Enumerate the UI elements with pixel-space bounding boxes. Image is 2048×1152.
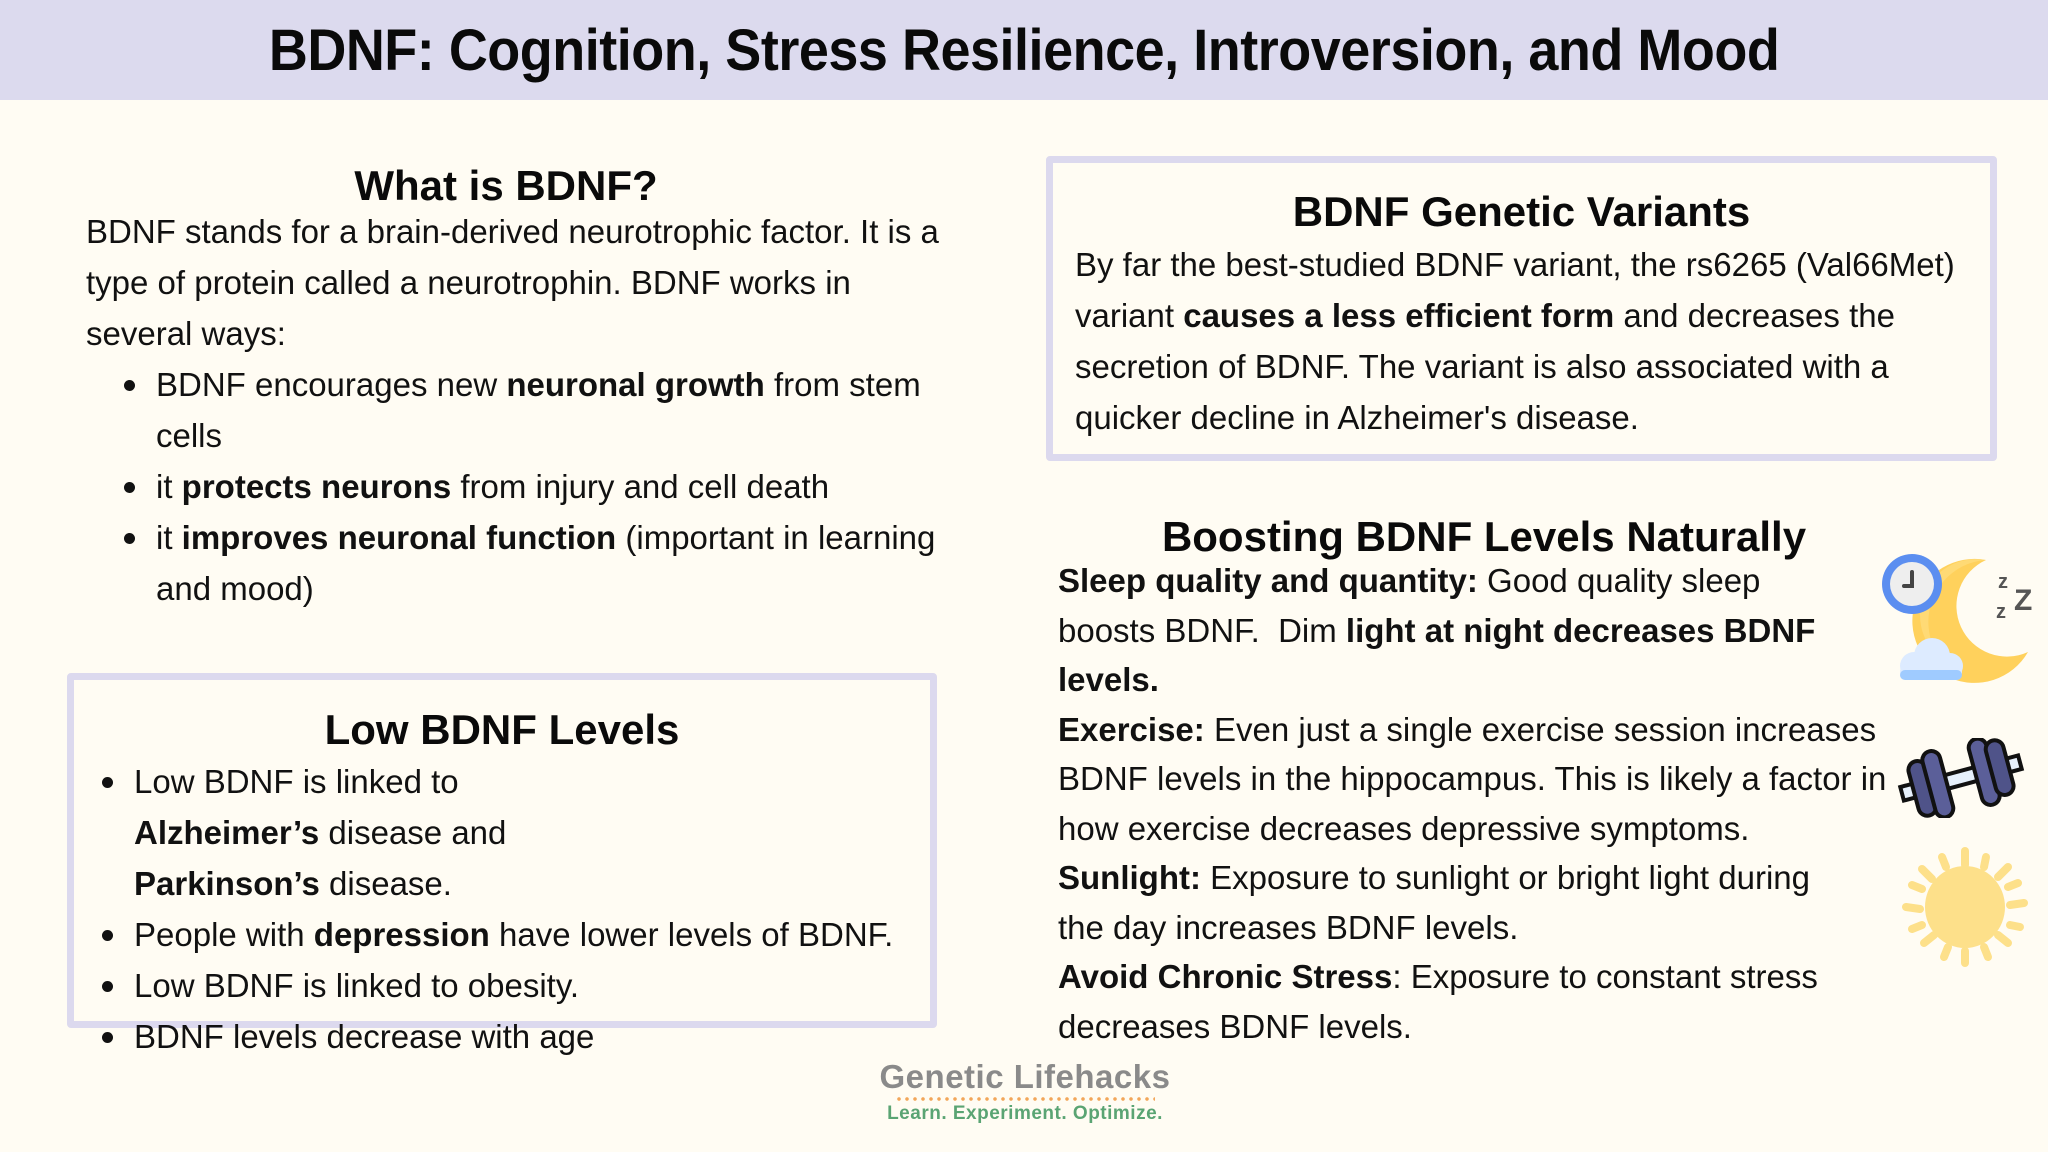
boosting-bdnf-section: Boosting BDNF Levels Naturally Sleep qua… bbox=[1058, 508, 1918, 1051]
boost-item-stress: Avoid Chronic Stress: Exposure to consta… bbox=[1058, 958, 1818, 1045]
boost-item-sunlight: Sunlight: Exposure to sunlight or bright… bbox=[1058, 859, 1810, 946]
list-item: People with depression have lower levels… bbox=[102, 909, 930, 960]
logo-dot-divider bbox=[895, 1096, 1155, 1102]
intro-paragraph: BDNF stands for a brain-derived neurotro… bbox=[86, 213, 939, 352]
list-item: BDNF levels decrease with age bbox=[102, 1011, 930, 1062]
variants-paragraph: By far the best-studied BDNF variant, th… bbox=[1075, 246, 1955, 436]
svg-text:z: z bbox=[1996, 601, 2006, 623]
list-item: it improves neuronal function (important… bbox=[124, 512, 946, 614]
sun-icon bbox=[1902, 847, 2028, 967]
logo-tagline: Learn. Experiment. Optimize. bbox=[887, 1103, 1163, 1124]
low-bdnf-list: Low BDNF is linked to Alzheimer’s diseas… bbox=[74, 756, 930, 1062]
what-is-bdnf-section: What is BDNF? BDNF stands for a brain-de… bbox=[86, 162, 946, 614]
section-title: Boosting BDNF Levels Naturally bbox=[1161, 513, 1807, 560]
sleep-moon-clock-icon: z Z z bbox=[1882, 554, 2032, 683]
boost-item-sleep: Sleep quality and quantity: Good quality… bbox=[1058, 562, 1816, 698]
bdnf-functions-list: BDNF encourages new neuronal growth from… bbox=[86, 359, 946, 614]
list-item: Low BDNF is linked to Alzheimer’s diseas… bbox=[102, 756, 930, 909]
list-item: BDNF encourages new neuronal growth from… bbox=[124, 359, 946, 461]
list-item: it protects neurons from injury and cell… bbox=[124, 461, 946, 512]
svg-text:Z: Z bbox=[2014, 584, 2032, 617]
section-title: Low BDNF Levels bbox=[324, 706, 680, 753]
page-title: BDNF: Cognition, Stress Resilience, Intr… bbox=[268, 17, 1780, 83]
list-item: Low BDNF is linked to obesity. bbox=[102, 960, 930, 1011]
boost-item-exercise: Exercise: Even just a single exercise se… bbox=[1058, 710, 1887, 847]
low-bdnf-levels-box: Low BDNF Levels Low BDNF is linked to Al… bbox=[67, 673, 937, 1055]
page-header: BDNF: Cognition, Stress Resilience, Intr… bbox=[0, 0, 2048, 100]
logo-name: Genetic Lifehacks bbox=[879, 1058, 1171, 1095]
svg-text:z: z bbox=[1998, 571, 2008, 593]
genetic-lifehacks-logo: Genetic Lifehacks Learn. Experiment. Opt… bbox=[860, 1058, 1190, 1125]
dumbbell-icon bbox=[1897, 738, 2025, 818]
genetic-variants-box: BDNF Genetic Variants By far the best-st… bbox=[1046, 156, 1997, 461]
section-title: What is BDNF? bbox=[354, 162, 658, 209]
section-title: BDNF Genetic Variants bbox=[1292, 188, 1751, 235]
